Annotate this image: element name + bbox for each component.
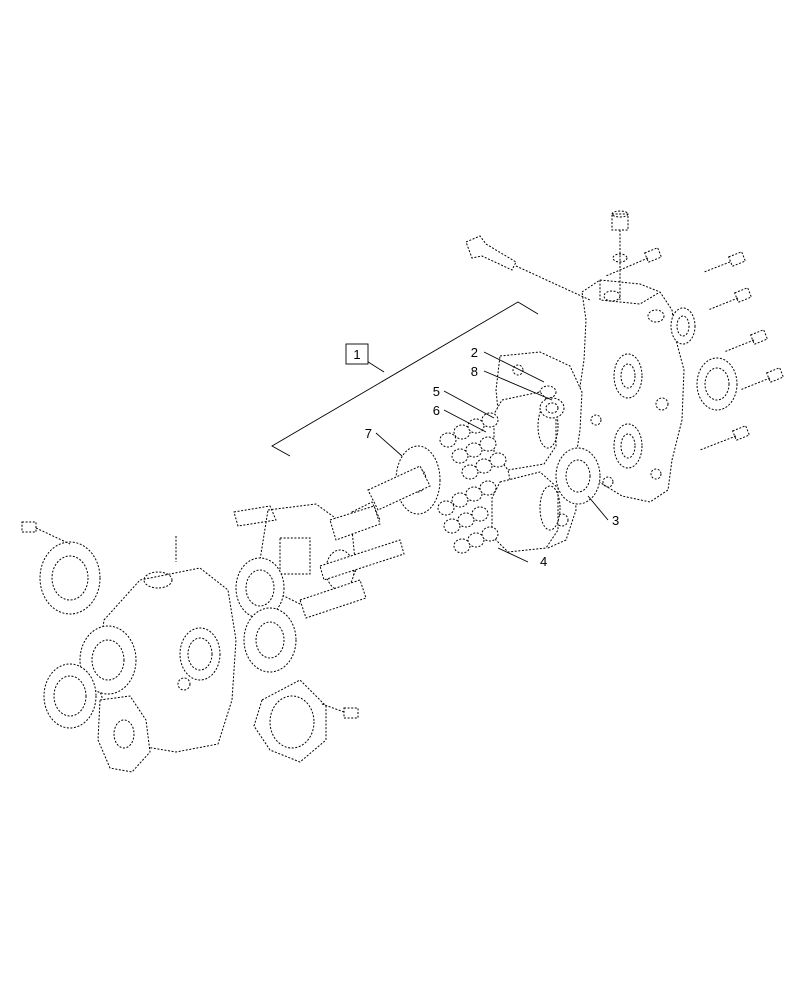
pistons-upper [439,412,507,480]
callout-6: 6 [433,403,440,418]
valve-plate [555,447,601,505]
callout-8: 8 [471,364,478,379]
callout-3: 3 [612,513,619,528]
cap-screws [465,235,785,451]
cylinder-barrel-upper [493,391,565,471]
callout-leaders [375,351,609,563]
end-plate-housing [571,279,685,503]
assembly-bracket: 1 [271,301,539,457]
end-cover [253,679,327,763]
assembly-callout-box [345,343,369,365]
callout-4: 4 [540,554,547,569]
callout-2: 2 [471,345,478,360]
cylinder-barrel-lower [491,471,561,553]
callout-5: 5 [433,384,440,399]
assembly-callout-number: 1 [353,347,360,362]
gearbox-housing [95,567,237,773]
bearings-and-rings [39,541,297,729]
housing-shafts [299,505,405,619]
plug-fitting [611,210,629,300]
pistons-lower [437,480,499,554]
small-screws [21,521,359,719]
callout-7: 7 [365,426,372,441]
relief-valve-cartridge [670,307,738,411]
